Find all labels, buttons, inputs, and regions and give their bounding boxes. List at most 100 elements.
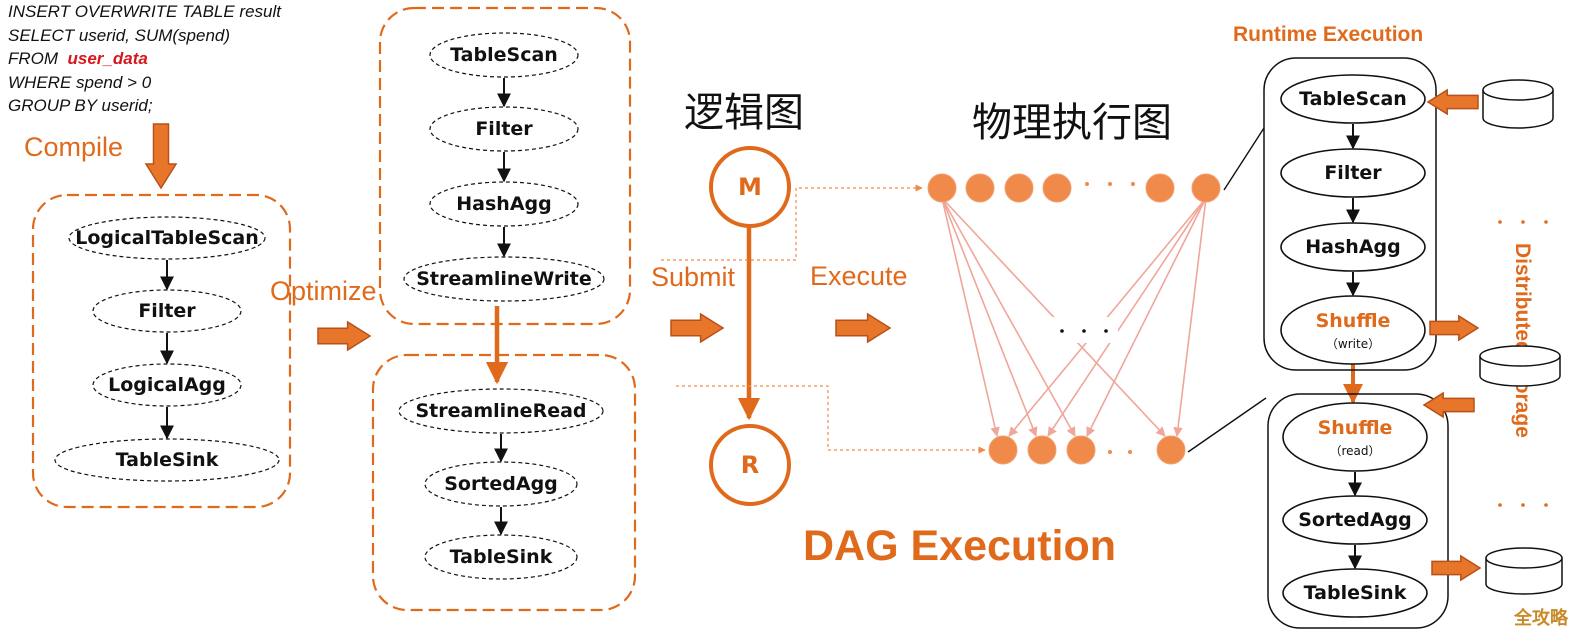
physical-reduce-node	[1066, 435, 1096, 465]
logical-node-label: Filter	[138, 300, 196, 322]
runtime-r-node	[1282, 495, 1428, 545]
stage-m-node	[429, 106, 579, 152]
storage-ellipsis-dot	[1521, 503, 1525, 507]
stage-r-box	[371, 353, 637, 612]
ellipsis-dot	[1082, 329, 1086, 333]
storage-ellipsis-dot	[1498, 220, 1502, 224]
watermark: 全攻略	[1514, 608, 1568, 629]
stage-m-node	[429, 32, 579, 78]
storage-cylinder-top-top	[1482, 79, 1554, 101]
logical-node-logicalagg	[92, 363, 242, 407]
runtime-m-node-sub: （write）	[1326, 337, 1380, 351]
stage-m-node	[403, 256, 605, 302]
stage-m-node	[429, 181, 579, 227]
sql-line-3-prefix: FROM	[8, 49, 59, 68]
sql-line-4: WHERE spend > 0	[8, 72, 152, 92]
logical-node-label: LogicalAgg	[108, 374, 226, 396]
runtime-m-node-label: Shuffle	[1316, 310, 1391, 332]
submit-arrow	[670, 312, 725, 344]
stage-r-node-label: TableSink	[450, 546, 553, 568]
stage-r-node-label: StreamlineRead	[415, 400, 586, 422]
runtime-r-box	[1267, 393, 1449, 629]
runtime-m-node	[1280, 295, 1426, 365]
runtime-r-node-label: TableSink	[1304, 582, 1407, 604]
stage-r-node	[424, 534, 578, 580]
runtime-m-box	[1263, 57, 1437, 371]
logical-node-label: LogicalTableScan	[75, 227, 259, 249]
sql-table-name: user_data	[67, 49, 148, 68]
ellipsis-dot	[1060, 329, 1064, 333]
logical-node-label: TableSink	[116, 449, 219, 471]
storage-cylinder-bottom-top	[1485, 547, 1563, 569]
stage-m-node-label: HashAgg	[456, 193, 551, 215]
shuffle-out-arrow	[1429, 314, 1480, 342]
ellipsis-dot	[1128, 450, 1132, 454]
sql-line-1: INSERT OVERWRITE TABLE result	[8, 2, 282, 21]
storage-ellipsis-dot	[1544, 503, 1548, 507]
sql-line-2: SELECT userid, SUM(spend)	[8, 25, 231, 45]
storage-cylinder-mid-top	[1479, 345, 1561, 367]
bracket-line	[1187, 397, 1267, 453]
logical-node-logicaltablescan	[68, 216, 266, 260]
logical-plan-box	[31, 193, 292, 509]
physical-map-node	[965, 173, 995, 203]
shuffle-in-arrow	[1422, 391, 1475, 419]
logical-node-tablesink	[54, 438, 280, 482]
ellipsis-dot	[1104, 329, 1108, 333]
dag-node-m	[709, 146, 791, 228]
physical-map-node	[927, 173, 957, 203]
execute-label: Execute	[810, 261, 908, 291]
ellipsis-dot	[1108, 182, 1112, 186]
logical-graph-title: 逻辑图	[684, 90, 804, 136]
physical-reduce-node	[1027, 435, 1057, 465]
physical-map-node	[1145, 173, 1175, 203]
runtime-r-node	[1282, 402, 1428, 472]
physical-edge	[1086, 197, 1207, 437]
runtime-r-node-label: SortedAgg	[1298, 509, 1412, 531]
physical-graph-title: 物理执行图	[972, 100, 1172, 146]
runtime-r-node	[1282, 568, 1428, 618]
stage-m-node-label: TableScan	[450, 44, 558, 66]
optimize-label: Optimize	[270, 276, 377, 306]
runtime-m-node-label: TableScan	[1299, 88, 1407, 110]
dag-node-r-label: R	[741, 451, 759, 479]
dag-node-r	[709, 424, 791, 506]
storage-ellipsis-dot	[1498, 503, 1502, 507]
sql-query: INSERT OVERWRITE TABLE result SELECT use…	[8, 0, 281, 118]
sql-line-5: GROUP BY userid;	[8, 96, 153, 115]
physical-edge	[941, 197, 1000, 437]
sink-out-arrow	[1431, 554, 1482, 582]
runtime-m-node	[1280, 148, 1426, 198]
physical-edge	[941, 197, 1076, 437]
storage-ellipsis-dot	[1521, 220, 1525, 224]
stage-r-node	[398, 388, 604, 434]
execute-arrow	[835, 312, 892, 344]
ellipsis-dot	[1108, 450, 1112, 454]
physical-edge	[1173, 197, 1207, 437]
dag-node-m-label: M	[738, 173, 762, 201]
physical-reduce-node	[988, 435, 1018, 465]
stage-r-node-label: SortedAgg	[444, 473, 558, 495]
compile-label: Compile	[24, 132, 124, 162]
logical-node-filter	[92, 289, 242, 333]
storage-cylinder-top	[1482, 90, 1554, 129]
physical-edge	[1047, 197, 1207, 437]
bracket-line	[1223, 127, 1265, 191]
optimize-arrow	[317, 320, 372, 352]
runtime-m-node	[1280, 74, 1426, 124]
physical-map-node	[1004, 173, 1034, 203]
physical-map-node	[1191, 173, 1221, 203]
runtime-m-node	[1280, 222, 1426, 272]
physical-edge	[941, 197, 1038, 437]
ellipsis-dot	[1131, 182, 1135, 186]
physical-map-node	[1042, 173, 1072, 203]
dag-execution-title: DAG Execution	[803, 522, 1116, 570]
stage-m-box	[378, 6, 632, 326]
runtime-r-node-label: Shuffle	[1318, 417, 1393, 439]
compile-arrow	[144, 123, 178, 190]
dag-dashed-connector-m	[661, 184, 923, 261]
storage-in-arrow	[1426, 88, 1479, 116]
storage-ellipsis-dot	[1544, 220, 1548, 224]
stage-m-node-label: Filter	[475, 118, 533, 140]
